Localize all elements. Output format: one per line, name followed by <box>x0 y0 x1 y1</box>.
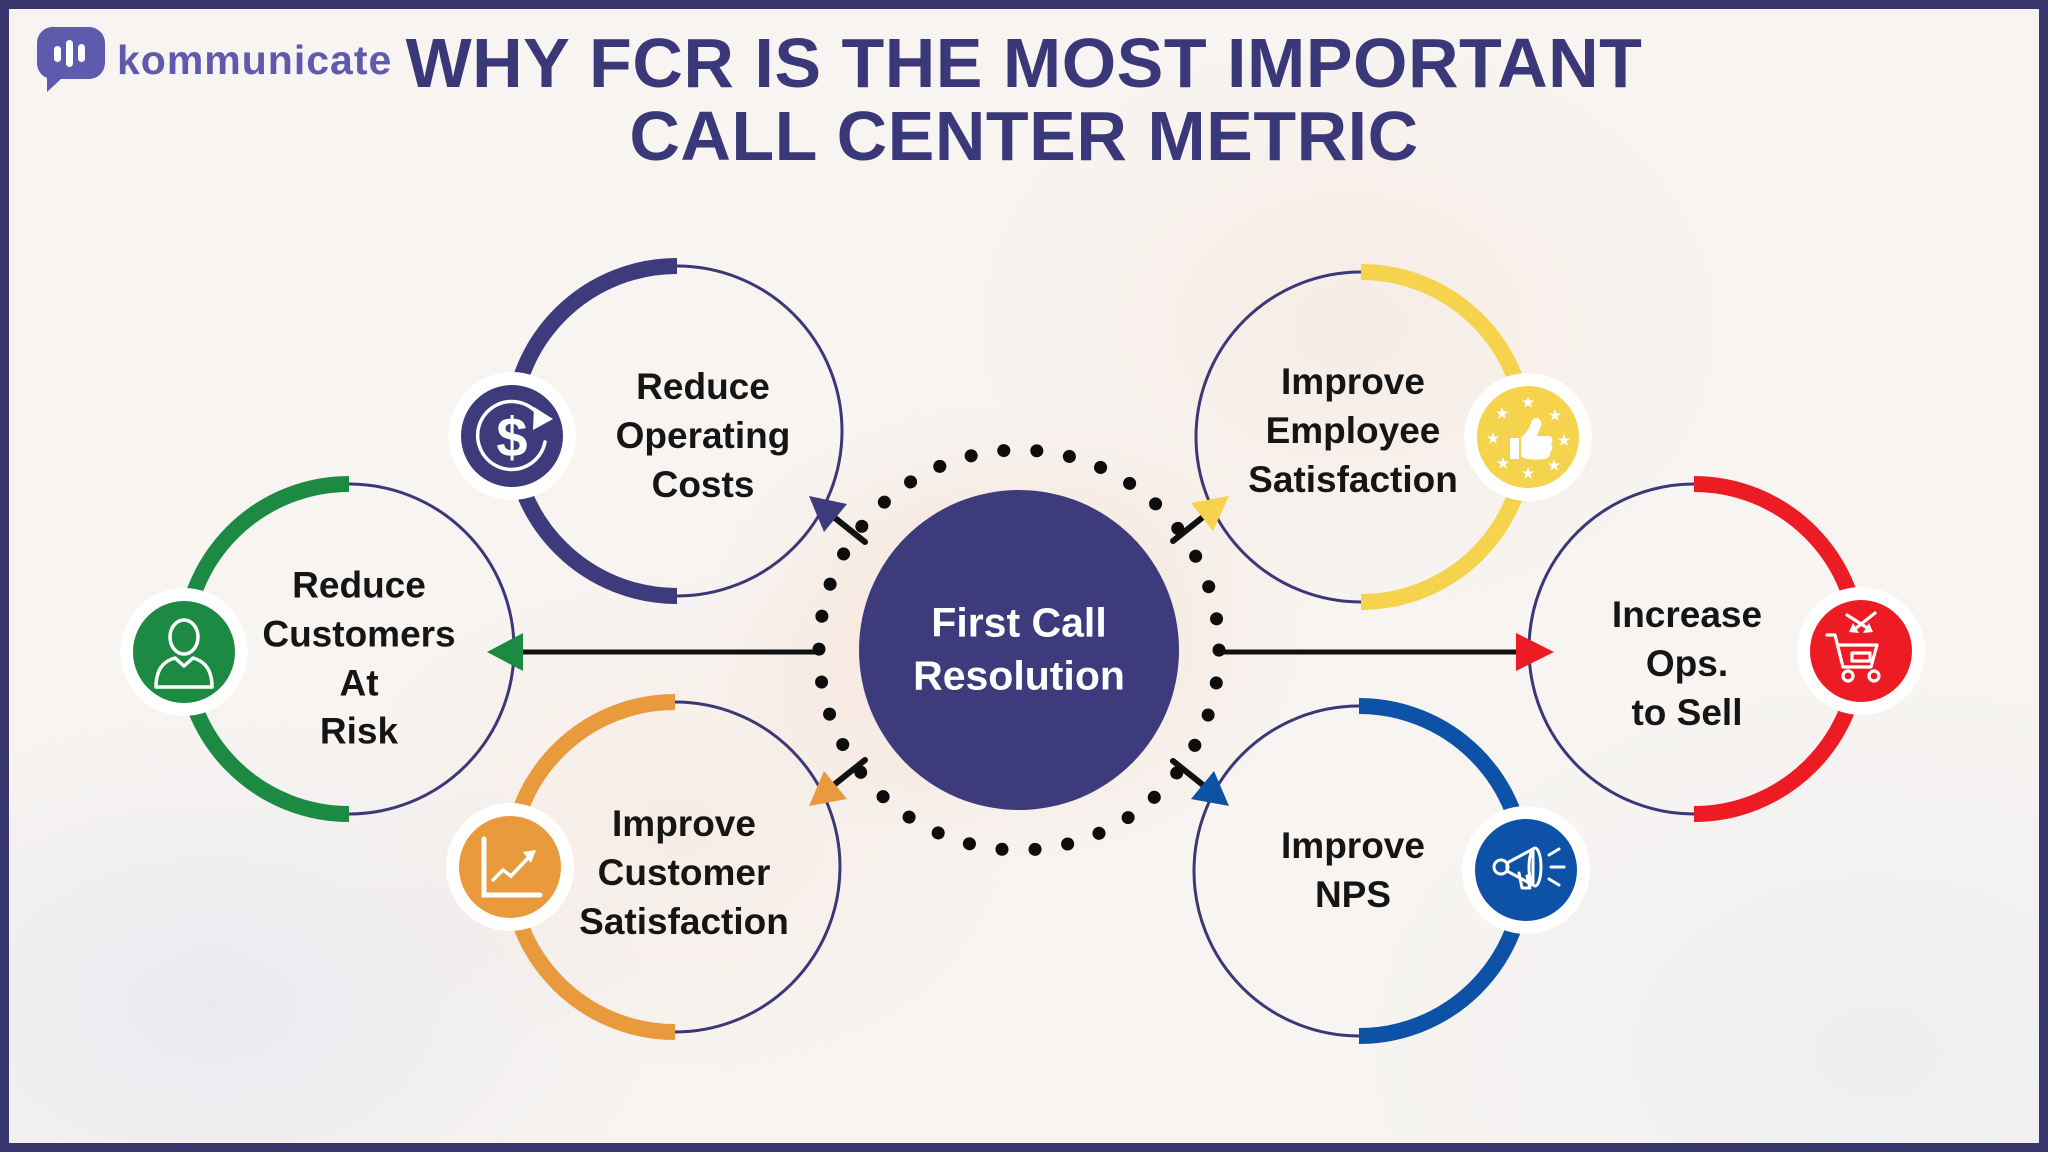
arrow-west <box>487 633 824 671</box>
node-label-reduce-customers-at-risk: Reduce Customers At Risk <box>262 564 456 752</box>
diagram-graphics: $ ★ ★ ★ ★ ★ ★ ★ <box>120 258 1925 1044</box>
chat-bubble-bars-icon <box>36 26 105 93</box>
node-label-increase-ops-to-sell: Increase Ops. to Sell <box>1611 593 1763 733</box>
node-label-improve-nps: Improve NPS <box>1281 825 1425 915</box>
svg-text:★: ★ <box>1522 465 1535 481</box>
arrow-east <box>1214 633 1554 671</box>
svg-text:★: ★ <box>1522 394 1535 410</box>
svg-text:★: ★ <box>1548 457 1561 473</box>
node-label-improve-employee-satisfaction: Improve Employee Satisfaction <box>1248 360 1458 500</box>
growth-chart-icon <box>446 803 574 931</box>
page-title: WHY FCR IS THE MOST IMPORTANT CALL CENTE… <box>405 24 1643 175</box>
person-icon <box>120 588 248 716</box>
arrow-north-west <box>809 496 868 545</box>
central-node <box>812 443 1226 857</box>
megaphone-icon <box>1462 806 1590 934</box>
node-label-reduce-operating-costs: Reduce Operating Costs <box>615 365 791 505</box>
star-ring: ★ ★ ★ ★ ★ ★ ★ ★ <box>1487 394 1571 481</box>
svg-text:★: ★ <box>1497 455 1510 471</box>
svg-text:★: ★ <box>1496 405 1509 421</box>
brand-logo: kommunicate <box>35 25 392 95</box>
dollar-cycle-icon: $ <box>448 372 576 500</box>
node-label-improve-customer-satisfaction: Improve Customer Satisfaction <box>579 802 789 942</box>
svg-text:★: ★ <box>1558 432 1571 448</box>
svg-text:★: ★ <box>1487 430 1500 446</box>
dollar-glyph: $ <box>496 406 527 469</box>
brand-name: kommunicate <box>117 36 393 83</box>
arrow-south-west <box>809 757 868 806</box>
arrow-north-east <box>1170 496 1229 544</box>
central-node-label: First Call Resolution <box>913 599 1125 699</box>
svg-text:★: ★ <box>1549 407 1562 423</box>
arrow-south-east <box>1170 758 1229 806</box>
thumbs-up-stars-icon: ★ ★ ★ ★ ★ ★ ★ ★ <box>1464 373 1592 501</box>
cart-swap-icon <box>1797 587 1925 715</box>
